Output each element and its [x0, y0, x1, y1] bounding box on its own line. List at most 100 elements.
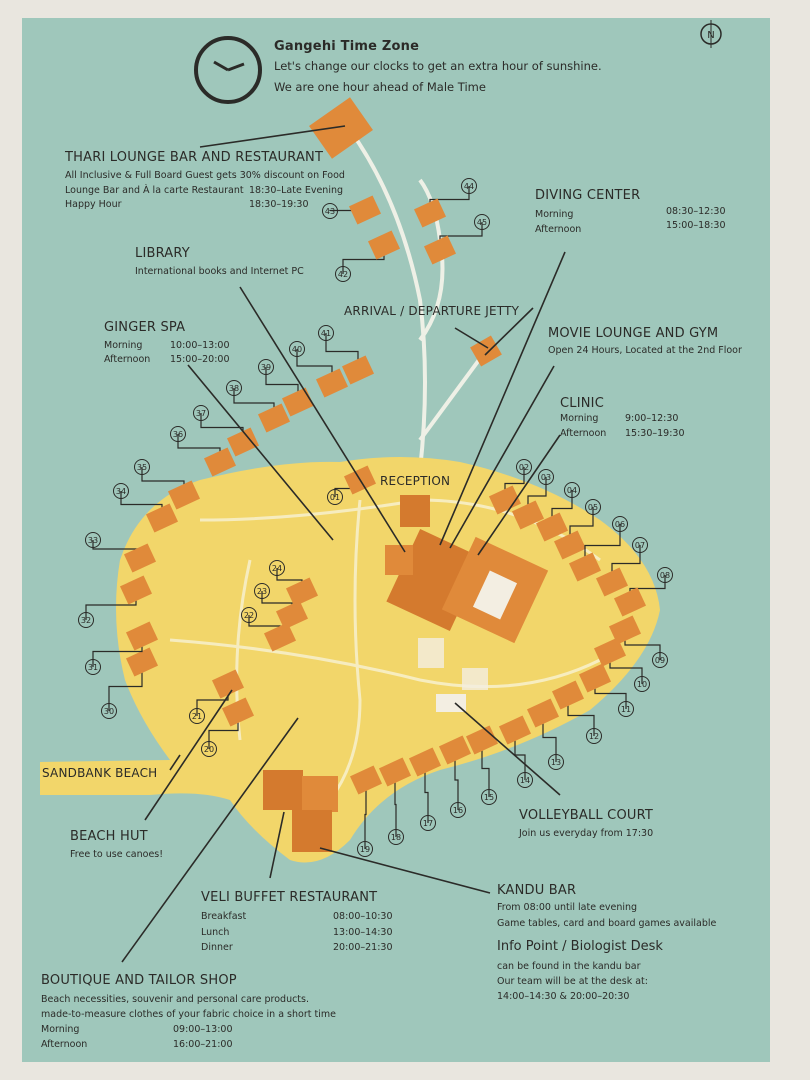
villa-roof	[167, 480, 201, 510]
info-note2: Our team will be at the desk at:	[497, 976, 648, 987]
villa-09: 09	[608, 615, 668, 668]
villa-roof	[226, 427, 260, 457]
villa-number: 36	[173, 430, 183, 439]
villa-marker	[113, 483, 129, 499]
villa-roof	[221, 697, 255, 727]
villa-20: 20	[201, 697, 255, 757]
villa-roof	[119, 575, 153, 605]
villa-number: 06	[615, 520, 625, 529]
villa-number: 10	[637, 680, 647, 689]
info-note3: 14:00–14:30 & 20:00–20:30	[497, 991, 630, 1002]
villa-marker	[450, 802, 466, 818]
villa-number: 08	[660, 571, 670, 580]
boutique-note2: made-to-measure clothes of your fabric c…	[41, 1009, 336, 1020]
diving-row-label: Morning	[535, 209, 574, 220]
thari-note: All Inclusive & Full Board Guest gets 30…	[65, 170, 345, 181]
villa-04: 04	[535, 482, 580, 542]
villa-marker	[254, 583, 270, 599]
villa-marker	[634, 676, 650, 692]
svg-text:N: N	[707, 30, 714, 41]
villa-16: 16	[438, 735, 472, 818]
villa-roof	[488, 485, 522, 515]
jetty-title: ARRIVAL / DEPARTURE JETTY	[344, 304, 520, 318]
clinic-row-label: Morning	[560, 413, 599, 424]
villa-number: 44	[464, 182, 474, 191]
villa-roof	[553, 530, 587, 560]
villa-marker	[226, 380, 242, 396]
villa-roof	[203, 447, 237, 477]
boutique-row-time: 16:00–21:00	[173, 1039, 233, 1050]
villa-marker	[289, 341, 305, 357]
boutique-note1: Beach necessities, souvenir and personal…	[41, 994, 310, 1005]
villa-roof	[285, 577, 319, 607]
boutique-row-label: Afternoon	[41, 1039, 88, 1050]
villa-marker	[618, 701, 634, 717]
villa-roof	[423, 235, 457, 265]
villa-number: 12	[589, 732, 599, 741]
villa-marker	[269, 560, 285, 576]
villa-marker	[201, 741, 217, 757]
villa-number: 07	[635, 541, 645, 550]
villa-number: 02	[519, 463, 529, 472]
spa-title: GINGER SPA	[104, 320, 186, 335]
villa-33: 33	[85, 532, 157, 573]
villa-roof	[593, 637, 627, 667]
villa-marker	[78, 612, 94, 628]
villa-number: 17	[423, 819, 433, 828]
villa-06: 06	[568, 516, 628, 582]
villa-roof	[349, 765, 383, 795]
villa-roof	[438, 735, 472, 765]
villa-number: 05	[588, 503, 598, 512]
villa-marker	[585, 499, 601, 515]
villa-number: 40	[292, 345, 302, 354]
villa-43: 43	[322, 195, 382, 225]
villa-number: 23	[257, 587, 267, 596]
clinic-title: CLINIC	[560, 396, 604, 411]
movie-title: MOVIE LOUNGE AND GYM	[548, 326, 719, 341]
thari-building	[309, 97, 373, 159]
jetty-paths	[348, 128, 492, 471]
villa-19: 19	[349, 765, 383, 857]
villa-marker	[134, 459, 150, 475]
villa-23: 23	[254, 583, 309, 630]
villa-37: 37	[193, 405, 260, 457]
veli-row-label: Breakfast	[201, 911, 247, 922]
villa-marker	[586, 728, 602, 744]
beachhut-title: BEACH HUT	[70, 829, 148, 844]
villa-number: 22	[244, 611, 254, 620]
villa-marker	[85, 659, 101, 675]
villa-leader	[542, 713, 557, 762]
timezone-line2: We are one hour ahead of Male Time	[274, 80, 486, 94]
villa-10: 10	[593, 637, 650, 692]
villa-number: 35	[137, 463, 147, 472]
spa-row-time: 10:00–13:00	[170, 340, 230, 351]
sandbank-title: SANDBANK BEACH	[42, 766, 158, 780]
spa-building	[385, 545, 413, 575]
villa-03: 03	[511, 469, 554, 530]
spa-row-label: Morning	[104, 340, 143, 351]
villa-leader	[454, 750, 459, 810]
villa-number: 37	[196, 409, 206, 418]
villa-roof	[315, 368, 349, 398]
villa-marker	[322, 203, 338, 219]
spa-row-label: Afternoon	[104, 354, 151, 365]
villa-number: 24	[272, 564, 282, 573]
villa-marker	[612, 516, 628, 532]
clinic-row-time: 15:30–19:30	[625, 428, 685, 439]
villa-number: 31	[88, 663, 98, 672]
villa-11: 11	[578, 663, 634, 717]
diving-row-label: Afternoon	[535, 224, 582, 235]
villa-07: 07	[595, 537, 648, 597]
villa-marker	[548, 754, 564, 770]
villa-roof	[145, 503, 179, 533]
info-note1: can be found in the kandu bar	[497, 961, 641, 972]
boutique-row-label: Morning	[41, 1024, 80, 1035]
villa-marker	[101, 703, 117, 719]
villa-roof	[413, 198, 447, 228]
villa-roof	[125, 621, 159, 651]
villa-24: 24	[269, 560, 319, 607]
villa-marker	[474, 214, 490, 230]
jetty-building	[470, 335, 502, 367]
villa-roof	[408, 747, 442, 777]
villa-number: 18	[391, 833, 401, 842]
